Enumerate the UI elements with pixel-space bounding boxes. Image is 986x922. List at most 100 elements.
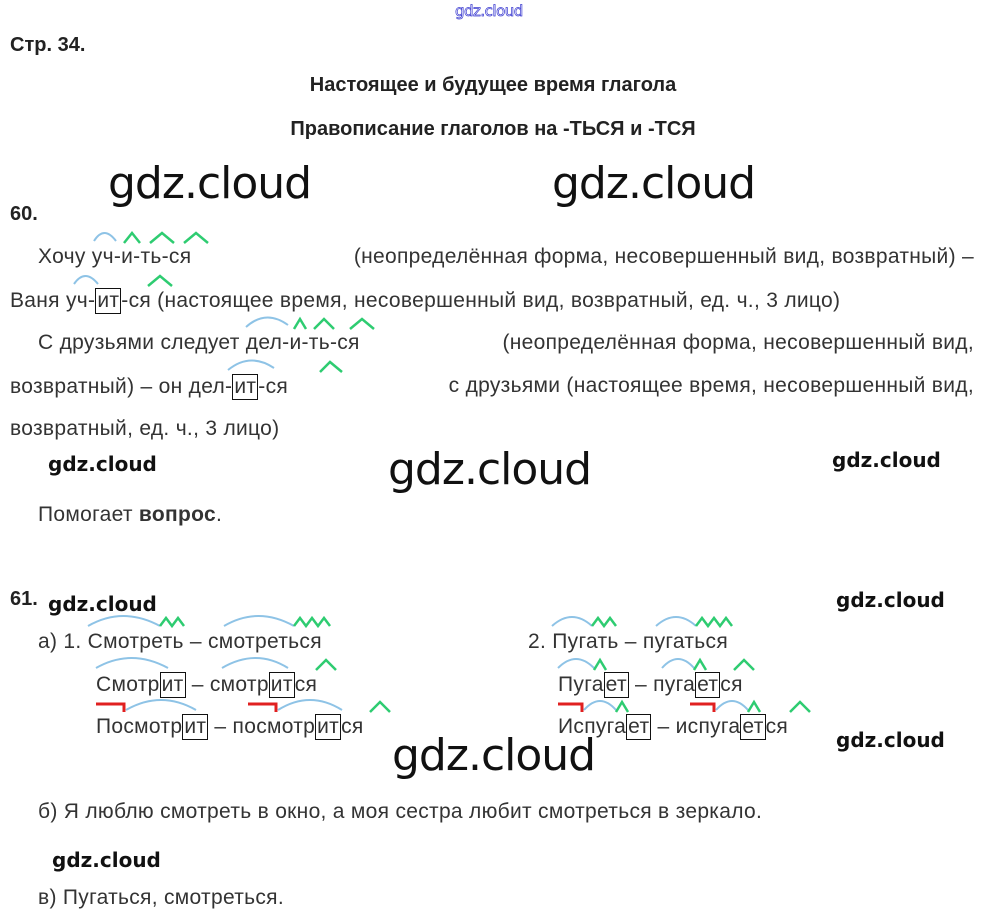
suffix-mark: [312, 317, 335, 330]
ex60-line-5: возвратный, ед. ч., 3 лицо): [10, 417, 280, 440]
dash: –: [191, 673, 204, 696]
word-stem: смотр: [209, 673, 269, 696]
ex60-line4-pre: возвратный) – он дел-: [10, 375, 233, 398]
watermark: gdz.cloud: [552, 158, 756, 209]
word-stem: Смотр: [96, 673, 160, 696]
word: пугаться: [642, 630, 729, 653]
prefix-mark: [690, 702, 716, 712]
morpheme-word: Пугает – пугается: [557, 657, 755, 698]
word-stem: Пуга: [558, 673, 604, 696]
root-arc: [227, 359, 275, 371]
root-arc: [655, 616, 697, 627]
root-arc: [73, 275, 99, 285]
section-title: Настоящее и будущее время глагола: [309, 74, 677, 96]
root-arc: [221, 657, 289, 669]
postfix-mark: [319, 360, 343, 373]
ex60-line-3: С друзьями следует дел-и-ть-ся (неопреде…: [38, 316, 974, 355]
suffix-mark: [695, 615, 734, 629]
postfix: ся: [341, 715, 364, 738]
ex60-line-2: Ваня уч-ит-ся (настоящее время, несоверш…: [10, 274, 841, 314]
ex61-a2-row2: Пугает – пугается: [557, 657, 755, 698]
root-arc: [92, 232, 117, 242]
root-arc: [87, 615, 161, 627]
prefix-mark: [96, 702, 126, 712]
watermark: gdz.cloud: [388, 444, 592, 495]
root-arc: [715, 700, 749, 711]
hint-text: Помогает: [38, 503, 133, 526]
postfix-mark: [182, 231, 209, 244]
watermark: gdz.cloud: [836, 728, 945, 752]
suffix-mark: [592, 657, 608, 671]
ex60-line2-post: -ся (настоящее время, несовершенный вид,…: [121, 289, 841, 312]
watermark: gdz.cloud: [48, 452, 157, 476]
ex60-line4-postfix: -ся: [258, 375, 289, 398]
ex61-part-c: в) Пугаться, смотреться.: [38, 886, 284, 909]
word-stem: испуга: [675, 715, 741, 738]
ex60-line4-post: с друзьями (настоящее время, несовершенн…: [448, 374, 974, 397]
ex60-line1-post: (неопределённая форма, несовершенный вид…: [353, 245, 974, 268]
word-stem: посмотр: [232, 715, 316, 738]
prefix-mark: [248, 702, 278, 712]
root-arc: [583, 700, 617, 711]
root-arc: [245, 316, 289, 328]
prefix-mark: [558, 702, 584, 712]
suffix-mark: [158, 615, 185, 629]
watermark: gdz.cloud: [48, 592, 157, 616]
page-reference: Стр. 34.: [10, 34, 86, 56]
postfix-mark: [315, 658, 337, 671]
ending-box: ит: [159, 672, 186, 698]
exercise-60-number: 60.: [10, 203, 38, 225]
morpheme-word: Смотреть – смотреться: [87, 615, 331, 654]
ending-box: ет: [603, 672, 629, 698]
suffix-mark: [746, 699, 762, 713]
suffix-mark: [692, 657, 708, 671]
postfix-mark: [789, 700, 811, 713]
postfix-mark: [733, 658, 755, 671]
suffix-mark: [591, 615, 618, 629]
word: Пугать: [552, 630, 619, 653]
ex61-a-row2: Смотрит – смотрится: [95, 657, 337, 698]
ending-box: ит: [95, 288, 122, 314]
ex61-a2-row1: 2. Пугать – пугаться: [528, 615, 734, 654]
suffix-mark: [614, 699, 630, 713]
suffix-mark: [148, 231, 175, 244]
dash: –: [624, 630, 637, 653]
postfix-mark: [369, 700, 391, 713]
top-watermark: gdz.cloud: [455, 2, 524, 21]
suffix-mark: [292, 615, 331, 629]
morpheme-word: возвратный) – он дел-ит-ся: [10, 359, 343, 400]
watermark: gdz.cloud: [836, 588, 945, 612]
root-arc: [125, 699, 197, 711]
morpheme-word: Ваня уч-ит-ся (настоящее время, несоверш…: [10, 274, 841, 314]
morpheme-word: уч-и-ть-ся: [91, 230, 209, 269]
ex61-a-row3: Посмотрит – посмотрится: [96, 699, 391, 740]
hint-keyword: вопрос: [138, 503, 216, 526]
hint-period: .: [215, 503, 223, 526]
dash: –: [214, 715, 227, 738]
root-arc: [95, 657, 169, 669]
ex61-part-b: б) Я люблю смотреть в окно, а моя сестра…: [38, 800, 763, 823]
word-stem: Испуга: [558, 715, 627, 738]
suffix-mark: [292, 316, 307, 330]
ex60-line3-post: (неопределённая форма, несовершенный вид…: [502, 331, 974, 354]
suffix-mark: [122, 230, 141, 244]
ex60-line3-word: дел-и-ть-ся: [245, 331, 360, 354]
postfix: ся: [765, 715, 789, 738]
watermark: gdz.cloud: [108, 158, 312, 209]
ending-box: ит: [182, 714, 209, 740]
postfix: ся: [720, 673, 743, 696]
dash: –: [657, 715, 670, 738]
ex60-line1-word: уч-и-ть-ся: [91, 245, 192, 268]
ex60-hint: Помогает вопрос.: [38, 503, 222, 527]
postfix-mark: [348, 317, 375, 330]
word: смотреться: [208, 630, 322, 653]
part-a-label: а) 1.: [38, 630, 82, 653]
root-arc: [557, 658, 595, 669]
ex60-line2-pre: Ваня уч-: [10, 289, 96, 312]
exercise-61-number: 61.: [10, 588, 38, 610]
dash: –: [189, 630, 202, 653]
root-arc: [661, 658, 695, 669]
ex60-line3-pre: С друзьями следует: [38, 331, 240, 354]
ending-box: ет: [740, 714, 766, 740]
watermark: gdz.cloud: [392, 730, 596, 781]
